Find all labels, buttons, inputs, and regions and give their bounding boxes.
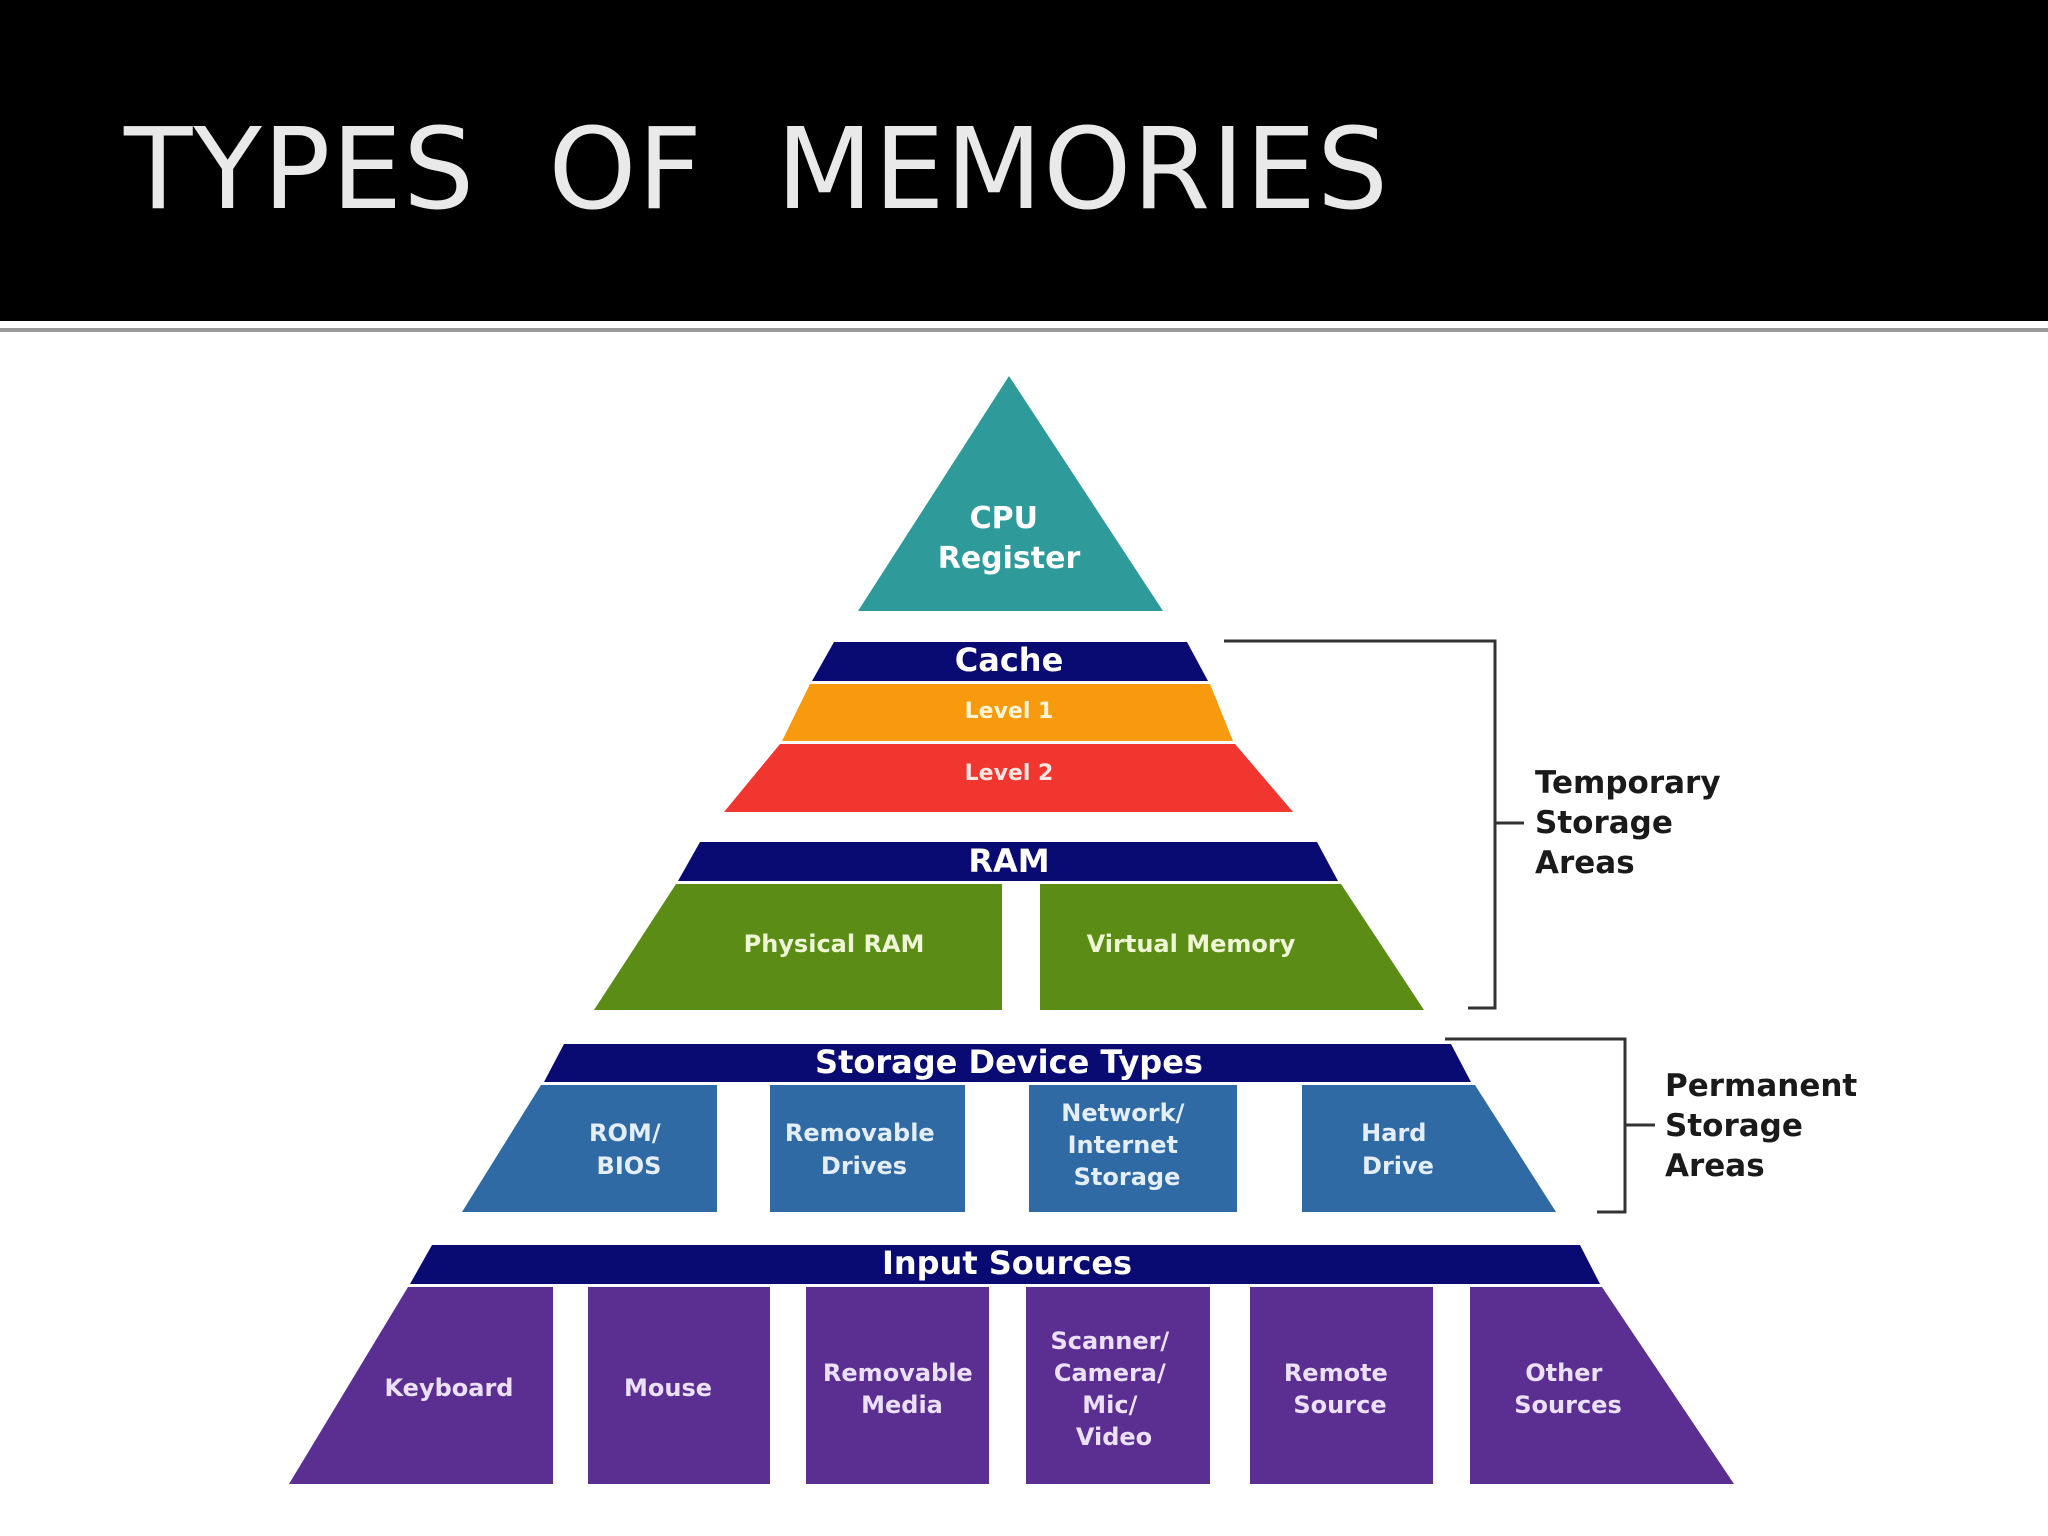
permanent-storage-line: Storage (1665, 1108, 1803, 1144)
permanent-storage-label: Permanent Storage Areas (1665, 1068, 1868, 1184)
input-other-sources-block (1470, 1287, 1734, 1484)
input-keyboard-label: Keyboard (385, 1374, 514, 1402)
cpu-register-line: Register (938, 541, 1081, 576)
input-scanner-line: Video (1076, 1423, 1152, 1451)
storage-removable-drives-label: Removable Drives (785, 1119, 943, 1180)
input-keyboard-block (289, 1287, 553, 1484)
storage-network-line: Network/ (1061, 1099, 1184, 1127)
storage-rom-bios-block (462, 1085, 717, 1212)
input-scanner-line: Scanner/ (1050, 1327, 1169, 1355)
input-other-sources-line: Sources (1514, 1391, 1621, 1419)
input-remote-source-line: Remote (1284, 1359, 1388, 1387)
ram-header-band (678, 842, 1338, 881)
storage-removable-drives-line: Drives (821, 1152, 907, 1180)
storage-network-label: Network/ Internet Storage (1061, 1099, 1192, 1191)
physical-ram-label: Physical RAM (744, 930, 925, 958)
virtual-memory-label: Virtual Memory (1087, 930, 1296, 958)
cpu-register-tier (858, 376, 1163, 611)
storage-rom-bios-line: BIOS (597, 1152, 662, 1180)
storage-header-label: Storage Device Types (815, 1043, 1203, 1081)
input-removable-media-line: Removable (823, 1359, 973, 1387)
cache-level2-label: Level 2 (965, 761, 1054, 786)
storage-network-line: Internet (1068, 1131, 1178, 1159)
input-mouse-line: Mouse (624, 1374, 712, 1402)
storage-rom-bios-line: ROM/ (589, 1119, 661, 1147)
storage-hard-drive-line: Drive (1362, 1152, 1434, 1180)
input-removable-media-label: Removable Media (823, 1359, 981, 1419)
cache-level2-band (724, 744, 1293, 812)
storage-network-block (1029, 1085, 1237, 1212)
input-scanner-block (1026, 1287, 1210, 1484)
input-keyboard-line: Keyboard (385, 1374, 514, 1402)
permanent-storage-line: Permanent (1665, 1068, 1857, 1104)
storage-header-band (544, 1044, 1471, 1082)
cache-level1-band (782, 684, 1233, 741)
input-scanner-line: Camera/ (1054, 1359, 1166, 1387)
storage-network-line: Storage (1074, 1163, 1181, 1191)
cache-header-label: Cache (955, 641, 1064, 679)
input-other-sources-line: Other (1525, 1359, 1602, 1387)
physical-ram-block (594, 884, 1002, 1010)
cpu-register-label: CPU Register (938, 501, 1081, 576)
header-divider (0, 328, 2048, 332)
cache-level1-label: Level 1 (965, 699, 1054, 724)
input-scanner-label: Scanner/ Camera/ Mic/ Video (1050, 1327, 1177, 1451)
input-removable-media-block (806, 1287, 989, 1484)
permanent-storage-line: Areas (1665, 1148, 1765, 1184)
input-header-band (410, 1245, 1600, 1284)
slide-title: TYPES OF MEMORIES (124, 105, 1390, 235)
storage-hard-drive-label: Hard Drive (1361, 1119, 1435, 1180)
input-other-sources-label: Other Sources (1514, 1359, 1621, 1419)
virtual-memory-block (1040, 884, 1424, 1010)
input-header-label: Input Sources (882, 1244, 1132, 1282)
temporary-storage-line: Storage (1535, 805, 1673, 841)
input-scanner-line: Mic/ (1082, 1391, 1137, 1419)
temporary-storage-line: Temporary (1535, 765, 1721, 801)
input-remote-source-block (1250, 1287, 1433, 1484)
storage-hard-drive-line: Hard (1361, 1119, 1426, 1147)
input-mouse-label: Mouse (624, 1374, 712, 1402)
storage-rom-bios-label: ROM/ BIOS (589, 1119, 669, 1180)
storage-removable-drives-block (770, 1085, 965, 1212)
input-remote-source-label: Remote Source (1284, 1359, 1396, 1419)
temporary-storage-line: Areas (1535, 845, 1635, 881)
input-removable-media-line: Media (861, 1391, 943, 1419)
slide-header (0, 0, 2048, 321)
cache-header-band (812, 642, 1208, 681)
storage-removable-drives-line: Removable (785, 1119, 935, 1147)
temporary-storage-label: Temporary Storage Areas (1535, 765, 1731, 881)
storage-hard-drive-block (1302, 1085, 1556, 1212)
cpu-register-line: CPU (970, 501, 1038, 536)
input-mouse-block (588, 1287, 770, 1484)
ram-header-label: RAM (968, 842, 1049, 880)
input-remote-source-line: Source (1293, 1391, 1386, 1419)
